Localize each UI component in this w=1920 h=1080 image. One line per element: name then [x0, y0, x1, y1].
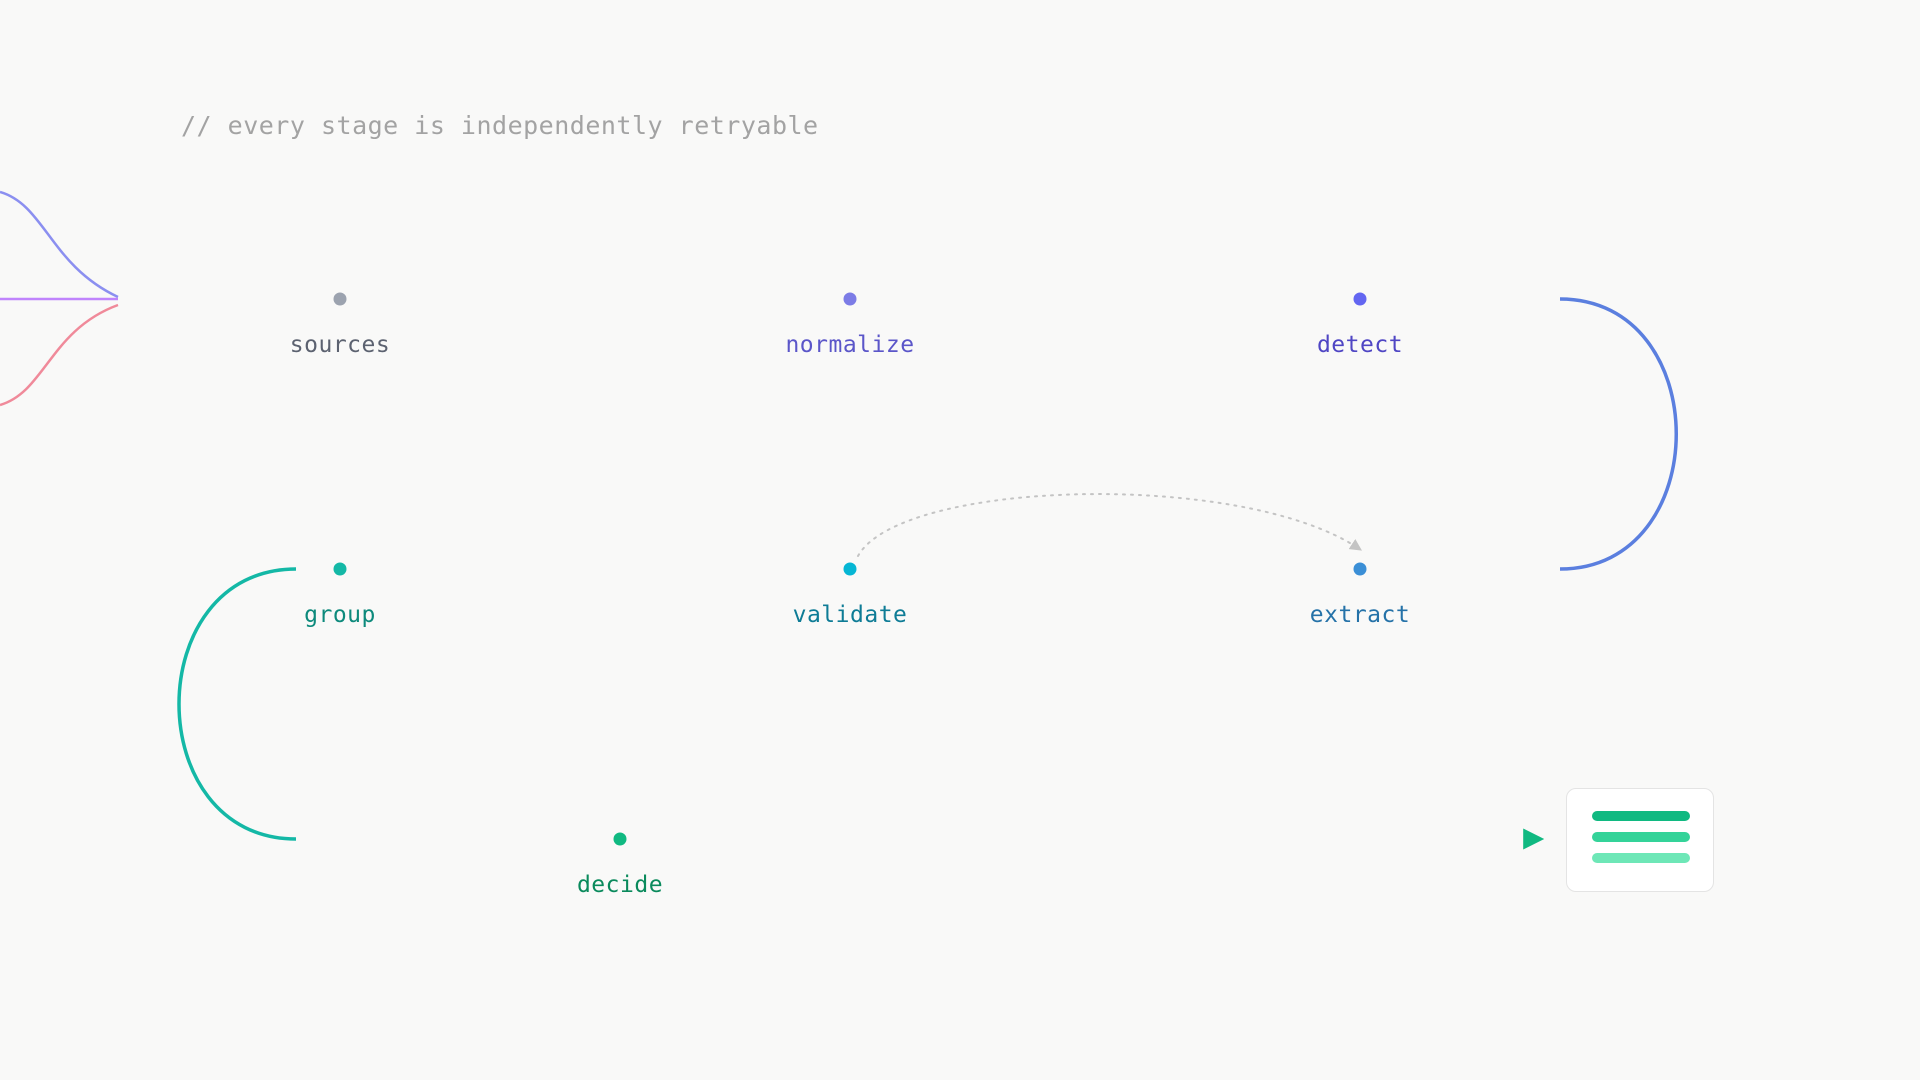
stage-node: [330, 289, 350, 309]
stage-label: detect: [1317, 332, 1403, 358]
stage-node: [610, 829, 630, 849]
pipeline-turn-left: [177, 567, 297, 841]
pipeline-turn-right: [1559, 297, 1678, 571]
stage-node: [1350, 559, 1370, 579]
stage-label: decide: [577, 872, 663, 898]
stage-label: normalize: [785, 332, 914, 358]
stage-validate: validate: [793, 559, 908, 628]
stage-node: [840, 559, 860, 579]
stage-decide: decide: [577, 829, 663, 898]
document-lines-icon-line: [1592, 832, 1690, 842]
input-stream-bottom: [0, 303, 119, 407]
input-stream-top: [0, 190, 119, 299]
stage-extract: extract: [1310, 559, 1410, 628]
output-document-card[interactable]: [1566, 788, 1714, 892]
stage-label: sources: [290, 332, 390, 358]
stage-detect: detect: [1317, 289, 1403, 358]
stage-node: [1350, 289, 1370, 309]
stage-sources: sources: [290, 289, 390, 358]
stage-normalize: normalize: [785, 289, 914, 358]
stage-label: group: [304, 602, 376, 628]
document-lines-icon-line: [1592, 811, 1690, 821]
stage-label: extract: [1310, 602, 1410, 628]
stage-group: group: [304, 559, 376, 628]
retry-arrow: [857, 493, 1363, 557]
document-lines-icon-line: [1592, 853, 1690, 863]
stage-node: [330, 559, 350, 579]
pipeline-comment: // every stage is independently retryabl…: [181, 111, 819, 140]
stage-label: validate: [793, 602, 908, 628]
stage-node: [840, 289, 860, 309]
